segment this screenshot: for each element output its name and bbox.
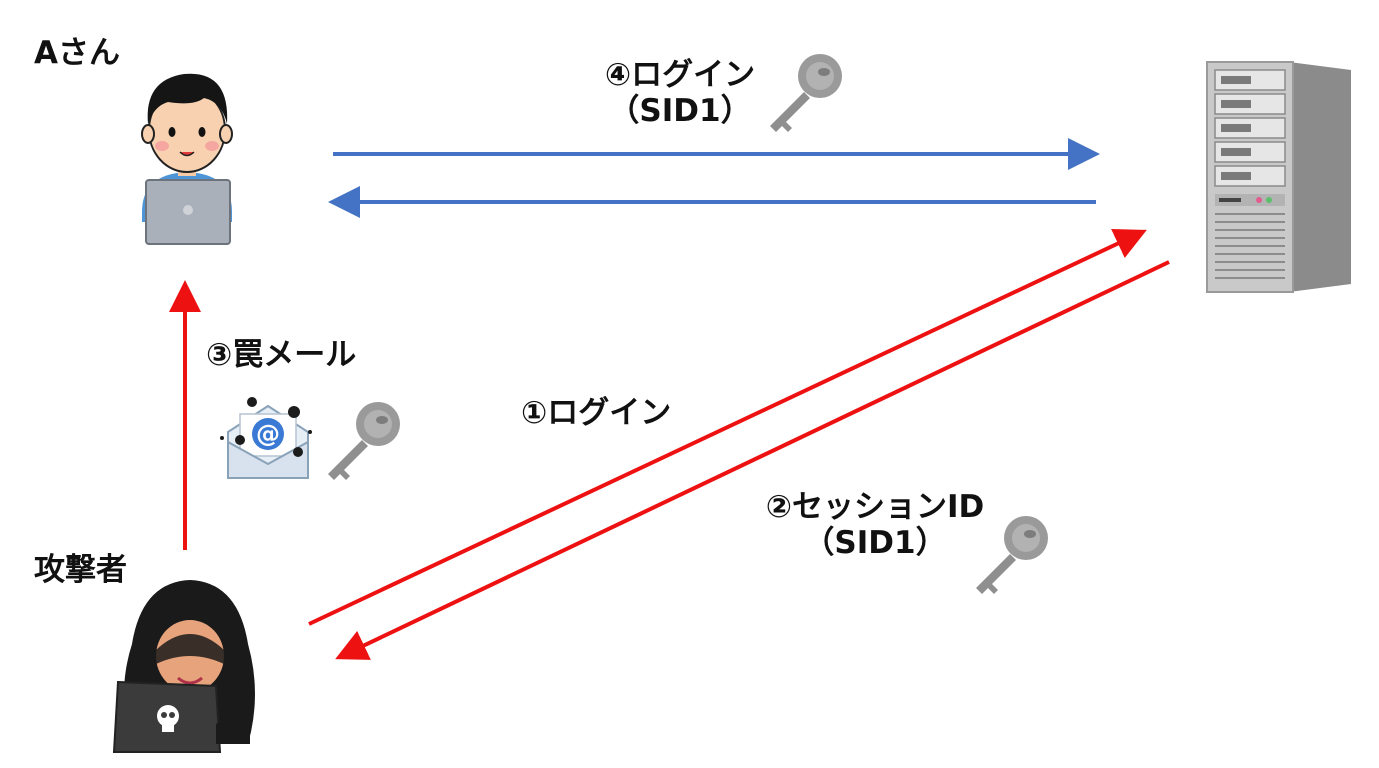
hooded-hacker-icon <box>112 580 255 753</box>
step2-sid: （SID1） <box>803 524 947 561</box>
person-with-laptop-icon <box>141 73 233 245</box>
step2-label: ②セッションID <box>765 489 985 525</box>
step4-label: ④ログイン <box>604 57 756 93</box>
server-tower-icon <box>1206 61 1351 293</box>
key-icon <box>770 54 842 132</box>
attacker-label: 攻撃者 <box>34 552 127 588</box>
virus-mail-icon: @ <box>220 397 312 479</box>
step3-label: ③罠メール <box>206 337 357 373</box>
step4-sid: （SID1） <box>608 92 752 129</box>
step4-label-block: ④ログイン （SID1） <box>560 57 800 129</box>
step1-label: ①ログイン <box>521 395 672 431</box>
key-icon <box>328 402 400 480</box>
svg-text:@: @ <box>256 420 280 448</box>
arrow-server-to-attacker <box>335 260 1170 660</box>
step2-label-block: ②セッションID （SID1） <box>730 489 1020 561</box>
user-label: Aさん <box>34 35 120 71</box>
key-icon <box>976 516 1048 594</box>
arrow-attacker-to-server <box>308 229 1147 626</box>
